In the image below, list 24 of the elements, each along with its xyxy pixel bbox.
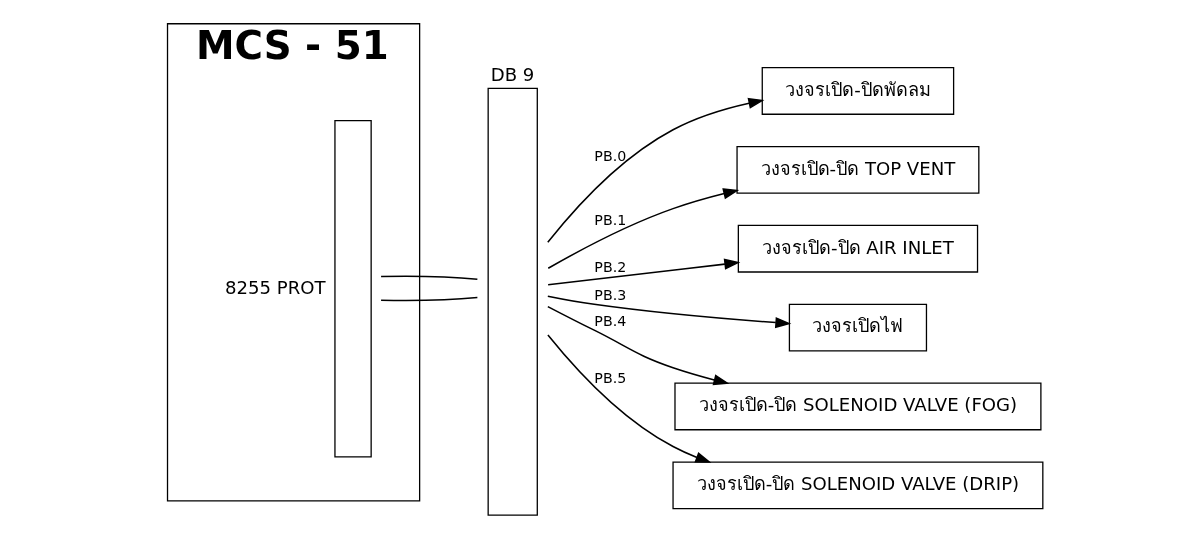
edge-label: PB.1 (594, 212, 627, 229)
arrow (547, 295, 792, 329)
node-box: วงจรเปิดไฟ (788, 303, 928, 352)
node-label: 8255 PROT (225, 276, 326, 298)
connector (380, 296, 479, 302)
arrow (547, 188, 740, 270)
edge-label: PB.0 (594, 147, 627, 164)
edge-label: PB.4 (594, 313, 627, 330)
node-box: วงจรเปิด-ปิด SOLENOID VALVE (DRIP) (672, 461, 1044, 510)
node-box: วงจรเปิด-ปิด TOP VENT (736, 145, 980, 194)
node-bar (334, 120, 372, 458)
node-box (487, 87, 538, 516)
node-box: วงจรเปิด-ปิดพัดลม (761, 67, 955, 115)
edge-label: PB.5 (594, 369, 627, 386)
edge-label: PB.3 (594, 287, 627, 304)
arrow (547, 258, 741, 286)
node-label: DB 9 (490, 63, 535, 85)
node-box: วงจรเปิด-ปิด AIR INLET (737, 224, 979, 273)
arrow (547, 305, 730, 386)
connector (380, 275, 479, 281)
node-box: วงจรเปิด-ปิด SOLENOID VALVE (FOG) (674, 382, 1042, 431)
edge-label: PB.2 (594, 258, 627, 275)
arrow (547, 97, 765, 244)
arrow (547, 334, 712, 463)
